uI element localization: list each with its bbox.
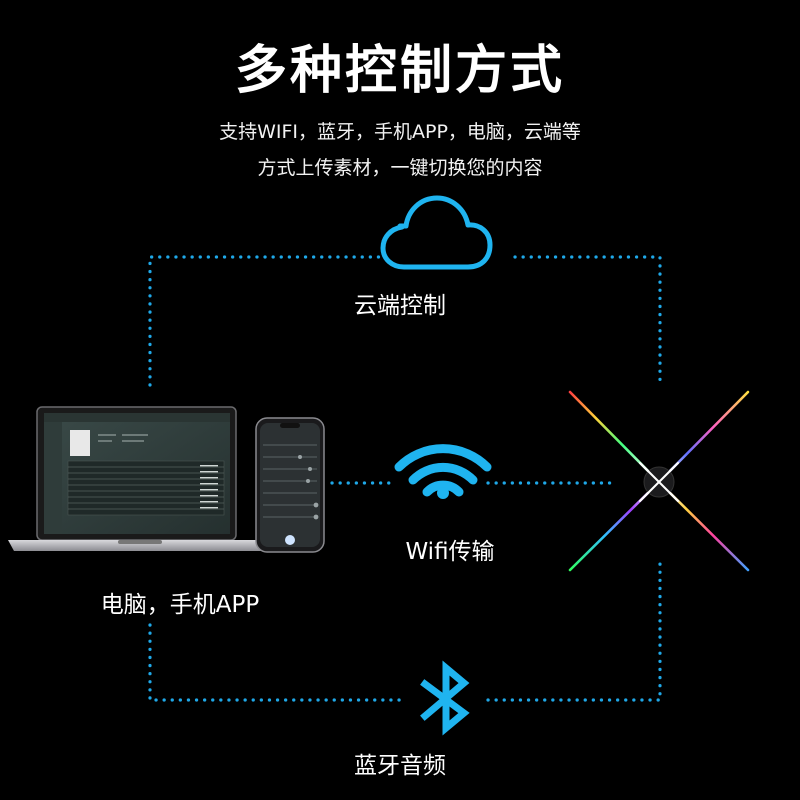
laptop-icon [8,406,268,551]
wifi-transfer-label: Wifi传输 [405,539,495,565]
bluetooth-icon [420,660,470,736]
dotted-connectors [148,255,662,702]
subtitle-line-1: 支持WIFI，蓝牙，手机APP，电脑，云端等 [219,121,581,143]
cloud-icon [380,195,493,270]
bluetooth-audio-label: 蓝牙音频 [354,753,446,779]
subtitle-line-2: 方式上传素材，一键切换您的内容 [257,157,543,179]
hologram-fan-icon [568,390,750,572]
page-title: 多种控制方式 [234,41,565,101]
cloud-control-label: 云端控制 [354,293,446,319]
wifi-icon [394,444,492,499]
phone-icon [255,417,325,553]
pc-app-label: 电脑，手机APP [100,592,260,618]
